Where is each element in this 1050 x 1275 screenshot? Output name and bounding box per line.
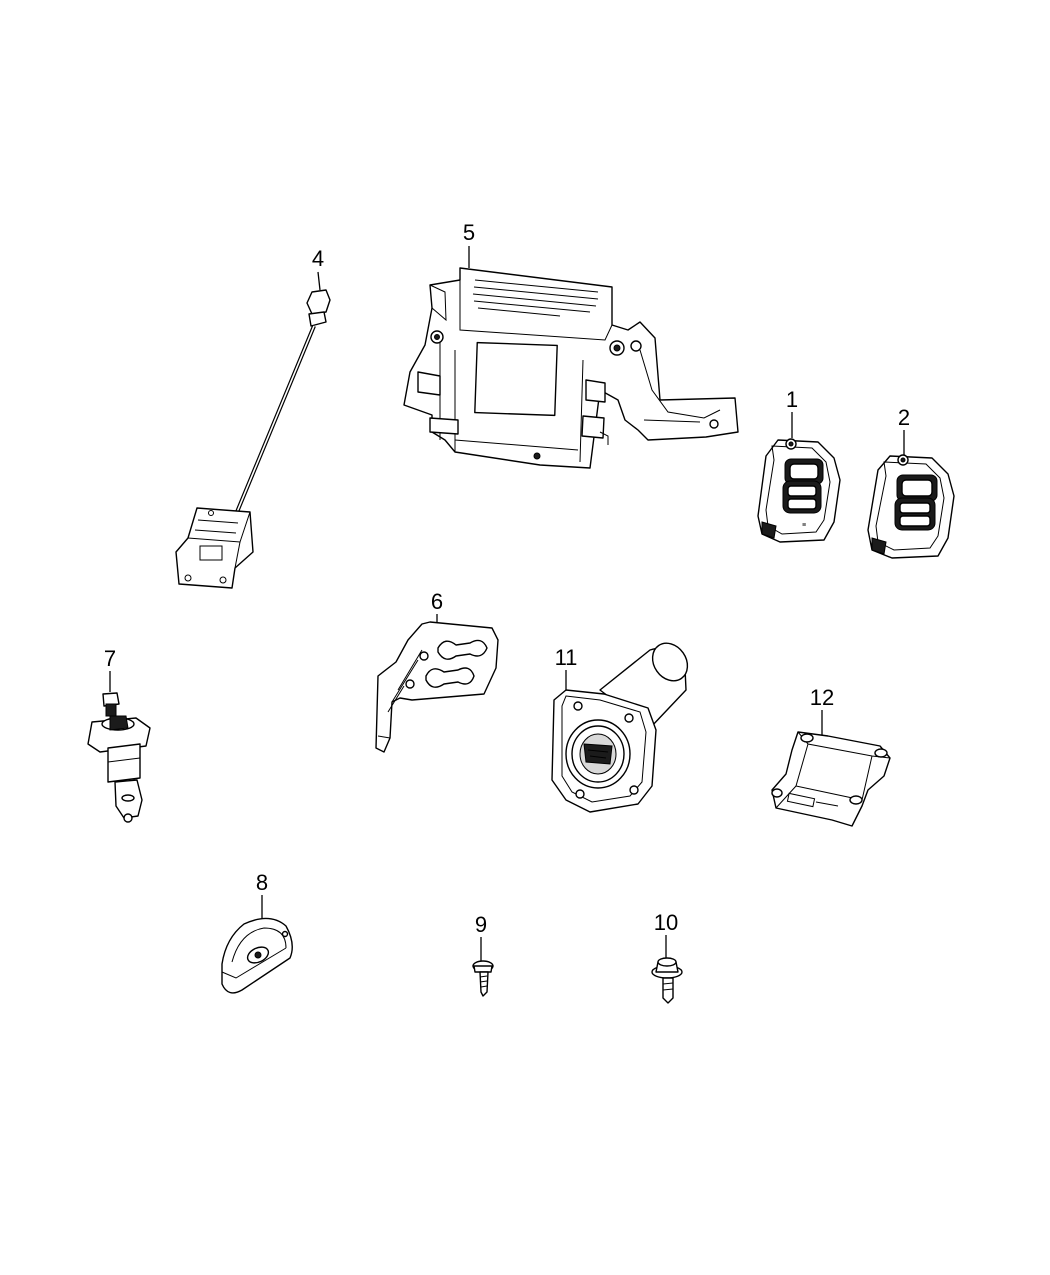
part-11-ignition-switch [551,642,689,813]
part-5-control-module [403,246,739,469]
callout-5: 5 [463,220,475,245]
callout-7: 7 [104,646,116,671]
svg-text:≡: ≡ [802,522,806,529]
callout-10: 10 [654,910,678,935]
callout-12: 12 [810,685,834,710]
part-4-antenna-module [175,271,331,589]
part-10-bolt [651,935,683,1004]
part-6-bracket [375,614,499,753]
callout-4: 4 [312,246,324,271]
callout-2: 2 [898,405,910,430]
part-1-key-fob: ≡ [757,412,841,543]
part-12-module [771,710,891,827]
callout-8: 8 [256,870,268,895]
part-9-screw [472,937,494,997]
part-7-lock-cylinder [87,671,151,823]
callout-1: 1 [786,387,798,412]
callout-11: 11 [555,645,578,670]
callout-9: 9 [475,912,487,937]
part-2-key-fob [867,430,955,559]
part-8-bezel [221,895,293,994]
callout-6: 6 [431,589,443,614]
